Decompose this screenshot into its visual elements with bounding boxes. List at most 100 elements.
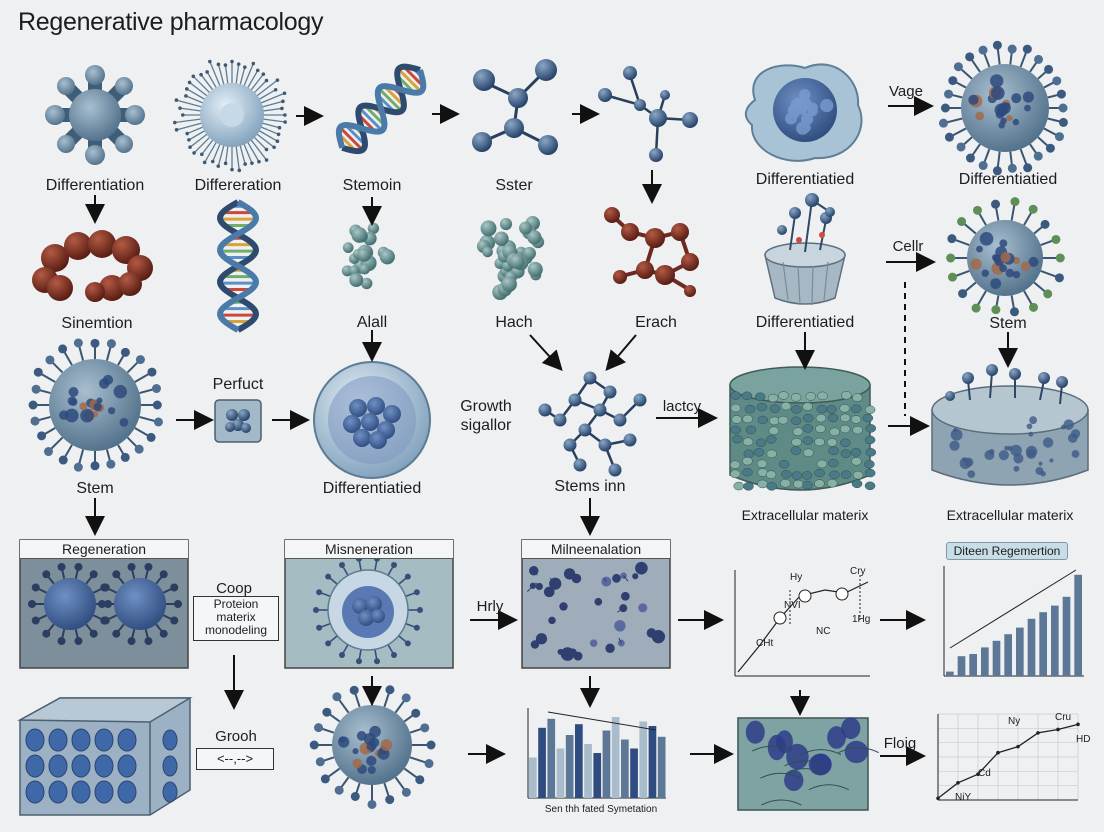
label-sinemtion: Sinemtion: [61, 315, 133, 332]
brown-cluster-icon: [32, 230, 153, 302]
chart-bar: [565, 735, 574, 798]
bottom-line-chart: [936, 713, 1080, 801]
chart-point: [1036, 731, 1040, 735]
extracellular-matrix-icon: [931, 364, 1089, 486]
line-label-hd: HD: [1076, 734, 1091, 745]
label-growth: Growth: [460, 398, 512, 415]
star-molecule-icon: [45, 65, 145, 165]
vesicle-icon: [313, 361, 431, 479]
label-differentiatied-2: Differentiatied: [958, 171, 1058, 188]
chart-bar: [1074, 574, 1082, 676]
spiky-cell-icon: [946, 197, 1065, 317]
regeneration-title: Regeneration: [20, 540, 188, 559]
dna-helix-icon: [217, 199, 259, 333]
misneneration-title: Misneneration: [285, 540, 453, 559]
label-differentiation: Differentiation: [45, 177, 145, 194]
chart-bar: [1039, 612, 1047, 676]
label-extracellular-1: Extracellular materix: [741, 507, 869, 523]
chart-bar: [538, 727, 546, 798]
arrow-note-cellr: Cellr: [892, 238, 924, 255]
mini-label-hy: Hy: [790, 572, 803, 583]
label-extracellular-2: Extracellular materix: [946, 507, 1074, 523]
label-alall: Alall: [356, 314, 388, 331]
coop-line-1: Proteion: [213, 597, 259, 611]
chart-series-line: [937, 723, 1079, 799]
label-differentiatied-4: Differentiatied: [322, 480, 422, 497]
scattered-molecules-icon: [526, 561, 666, 661]
label-differentiatied-3: Differentiatied: [755, 314, 855, 331]
chart-bar: [547, 718, 556, 798]
chart-bar: [1016, 627, 1024, 676]
chart-bar: [957, 656, 966, 676]
chart-bar: [611, 717, 620, 798]
chart-bar: [529, 757, 537, 798]
chart-bar: [1062, 596, 1071, 676]
mini-label-cry: Cry: [850, 566, 866, 577]
flow-arrows: [85, 96, 1018, 766]
spiky-cell-icon: [938, 40, 1068, 176]
trend-line: [949, 569, 1077, 649]
chart-bar: [556, 748, 565, 798]
cells-in-matrix-icon: [745, 717, 879, 806]
molecule-icon: [598, 66, 698, 162]
label-erach: Erach: [635, 314, 677, 331]
mini-label-nvi: NVI: [784, 600, 801, 611]
mini-label-cht: CHt: [756, 638, 774, 649]
chart-point: [976, 772, 980, 776]
label-stem-1: Stem: [76, 480, 114, 497]
chart-bar: [657, 736, 666, 798]
page-title: Regenerative pharmacology: [18, 8, 324, 36]
chart-bar: [621, 739, 629, 798]
chart-bar: [602, 730, 611, 798]
arrow-note-lactcy: lactcy: [662, 398, 702, 415]
tissue-block-icon: [17, 697, 193, 816]
small-cell-box-icon: [214, 399, 262, 443]
molecule-cluster-icon: [341, 222, 395, 290]
label-hach: Hach: [495, 314, 533, 331]
arrow-note-vage: Vage: [889, 83, 923, 100]
label-floig: Floig: [883, 735, 917, 752]
chart-bar: [639, 721, 648, 798]
chart-bar: [593, 753, 602, 798]
label-sster: Sster: [495, 177, 533, 194]
label-stems-inn: Stems inn: [554, 478, 626, 495]
vesicle-icon: [313, 555, 423, 665]
label-stem-2: Stem: [989, 315, 1027, 332]
line-label-ny: Ny: [1008, 716, 1021, 727]
stem-cell-icon: [28, 338, 163, 472]
chart-bar: [648, 726, 657, 798]
label-sigallor: sigallor: [460, 417, 512, 434]
label-perfuct: Perfuct: [212, 376, 264, 393]
bottom-bar-chart: [527, 708, 666, 799]
regeneration-panel-header: Regeneration: [20, 540, 188, 559]
coop-title: Coop: [216, 580, 252, 597]
chart-bar: [584, 744, 592, 798]
misneneration-panel-header: Misneneration: [285, 540, 453, 559]
chart-bar: [969, 654, 977, 676]
chart-bar: [1027, 618, 1036, 676]
extracellular-matrix-icon: [729, 366, 877, 491]
line-label-cd: Cd: [978, 768, 991, 779]
molecule-icon: [472, 59, 558, 155]
chart-bar: [992, 640, 1001, 676]
chart-point: [1056, 727, 1060, 732]
cell-nucleus-icon: [744, 63, 863, 162]
dna-helix-icon: [335, 63, 427, 155]
chart-bar: [1051, 605, 1059, 676]
ring-molecule-icon: [604, 207, 699, 297]
line-label-cru: Cru: [1055, 712, 1072, 723]
mini-line-chart: [734, 570, 870, 677]
receptor-cylinder-icon: [764, 193, 846, 306]
label-stemoin: Stemoin: [342, 177, 402, 194]
line-label-niy: NiY: [955, 792, 972, 803]
chart-bar: [630, 748, 638, 798]
label-hrly: Hrly: [476, 598, 504, 615]
chart-bar: [946, 671, 954, 676]
milneenalation-panel-header: Milneenalation: [522, 540, 670, 559]
trend-line: [547, 711, 657, 731]
coop-line-2: materix: [216, 610, 256, 624]
label-differentiatied-1: Differentiatied: [755, 171, 855, 188]
milneenalation-title: Milneenalation: [522, 540, 670, 559]
chart-point: [1076, 722, 1080, 727]
